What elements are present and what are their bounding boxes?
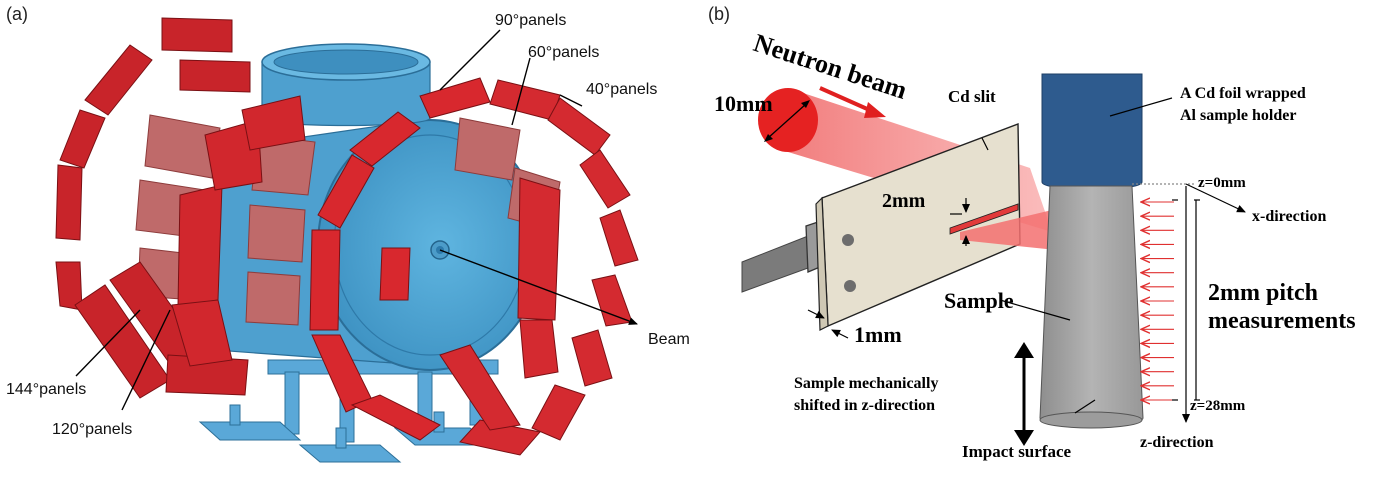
sample-holder (1041, 73, 1143, 190)
label-beam: Beam (648, 331, 690, 348)
z-shift-double-arrow (1014, 342, 1034, 446)
label-z0: z=0mm (1198, 175, 1246, 191)
40-degree-panels (439, 79, 639, 456)
label-shift-line1: Sample mechanically (794, 375, 938, 392)
label-z28: z=28mm (1190, 398, 1246, 414)
panel-a-detector-array: (a) (6, 4, 690, 463)
leader-lines-b (807, 97, 1246, 423)
label-pitch-line2: measurements (1208, 308, 1356, 334)
transmitted-beam (960, 210, 1056, 250)
label-holder-line2: Al sample holder (1180, 107, 1296, 124)
120-degree-panels (171, 95, 306, 367)
label-120-panels: 120°panels (52, 421, 132, 438)
label-x-direction: x-direction (1252, 208, 1326, 225)
panel-b-letter: (b) (708, 4, 730, 24)
label-impact-surface: Impact surface (962, 442, 1072, 461)
label-sample: Sample (944, 288, 1014, 313)
label-holder-line1: A Cd foil wrapped (1180, 85, 1306, 102)
label-z-direction: z-direction (1140, 434, 1214, 451)
leader-lines-a (75, 29, 638, 411)
label-60-panels: 60°panels (528, 44, 599, 61)
cd-slit-plate (815, 122, 1021, 331)
pitch-measurement-arrows (1142, 202, 1174, 400)
sample-cylinder (1039, 185, 1144, 429)
label-slit-gap: 2mm (882, 190, 926, 212)
label-40-panels: 40°panels (586, 81, 657, 98)
label-144-panels: 144°panels (6, 381, 86, 398)
90-degree-panels (309, 77, 491, 441)
label-shift-line2: shifted in z-direction (794, 397, 935, 414)
label-pitch-line1: 2mm pitch (1208, 280, 1318, 306)
label-plate-thickness: 1mm (854, 322, 902, 347)
label-beam-diameter: 10mm (714, 91, 773, 116)
panel-a-letter: (a) (6, 4, 28, 24)
panel-b-measurement-setup: (b) (708, 4, 1356, 461)
label-90-panels: 90°panels (495, 12, 566, 29)
label-cd-slit: Cd slit (948, 87, 996, 106)
